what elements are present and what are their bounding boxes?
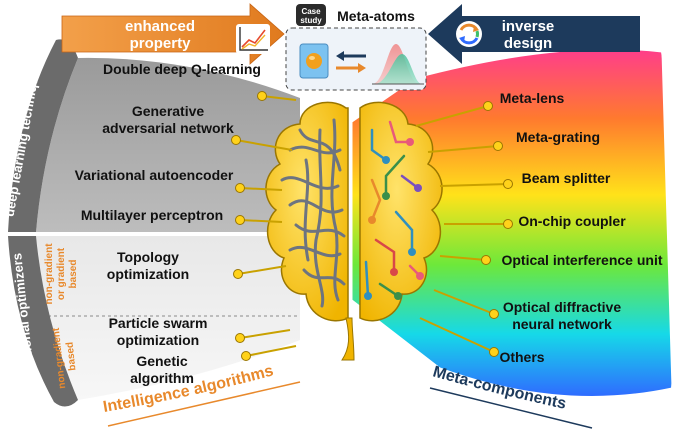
left-band-opt	[8, 236, 78, 407]
meta-component-item-1-label-1: Meta-lens	[500, 90, 565, 106]
circuit-traces	[364, 120, 422, 298]
meta-component-item-7-connector	[419, 317, 495, 353]
gradient-tag-line2: or gradient	[56, 247, 67, 300]
meta-components-underline	[429, 387, 593, 429]
meta-component-item-4-label-1: On-chip coupler	[518, 213, 626, 229]
meta-component-item-4: On-chip coupler	[444, 213, 626, 229]
meta-component-item-6-label-2: neural network	[512, 316, 612, 332]
meta-component-item-3-node	[503, 179, 513, 189]
meta-component-item-1-connector	[415, 105, 489, 127]
enhanced-property-label-2: property	[130, 35, 192, 52]
spectrum-curves-icon	[372, 44, 424, 85]
deep-learning-item-1-label-1: Double deep Q-learning	[103, 61, 261, 77]
circuit-nodes	[364, 138, 424, 300]
optimizer-item-2-label-1: Particle swarm	[109, 315, 208, 331]
optimizer-item-3-node	[241, 351, 251, 361]
deep-learning-item-1-connector	[261, 95, 297, 101]
deep-learning-item-2-label-1: Generative	[132, 103, 205, 119]
meta-component-item-3-label-1: Beam splitter	[522, 170, 611, 186]
deep-learning-item-3-node	[235, 183, 245, 193]
meta-component-item-1: Meta-lens	[415, 90, 565, 127]
gradient-tag-line1: non-gradient	[44, 243, 55, 305]
meta-component-item-4-node	[503, 219, 513, 229]
deep-learning-item-4-node	[235, 215, 245, 225]
case-study-title: Meta-atoms	[337, 8, 415, 24]
meta-component-item-3-connector	[439, 183, 509, 187]
rising-chart-icon	[236, 24, 270, 54]
left-band-dl	[8, 39, 78, 233]
meta-component-item-2-connector	[427, 145, 499, 153]
meta-components-rim	[661, 51, 681, 389]
optimizer-item-3-label-1: Genetic	[136, 353, 188, 369]
deep-learning-item-1: Double deep Q-learning	[103, 61, 297, 101]
meta-component-item-2-label-1: Meta-grating	[516, 129, 600, 145]
optimizer-item-1-label-1: Topology	[117, 249, 179, 265]
meta-component-item-2: Meta-grating	[427, 129, 600, 153]
optimizer-item-3-connector	[245, 345, 297, 357]
enhanced-property-label-1: enhanced	[125, 18, 195, 35]
meta-component-item-6-connector	[433, 289, 495, 315]
optimizer-item-1-label-2: optimization	[107, 266, 189, 282]
meta-component-item-1-node	[483, 101, 493, 111]
exchange-arrows-icon	[336, 51, 366, 73]
deep-learning-item-3-label-1: Variational autoencoder	[75, 167, 234, 183]
meta-component-item-3: Beam splitter	[439, 170, 611, 189]
optimizer-item-2-connector	[239, 329, 291, 339]
optimizer-item-3-label-2: algorithm	[130, 370, 194, 386]
optimizer-item-1-connector	[237, 265, 287, 275]
nongradient-tag-line2: based	[65, 341, 79, 371]
meta-component-item-5-node	[481, 255, 491, 265]
optimizer-item-1-node	[233, 269, 243, 279]
intelligence-underline	[107, 381, 301, 427]
neural-tangle	[280, 118, 346, 308]
deep-learning-item-2-label-2: adversarial network	[102, 120, 234, 136]
deep-learning-panel	[36, 57, 300, 233]
deep-learning-item-3-connector	[239, 187, 283, 191]
inverse-design-label-2: design	[504, 35, 552, 52]
meta-component-item-2-node	[493, 141, 503, 151]
deep-learning-item-4: Multilayer perceptron	[81, 207, 283, 225]
meta-component-item-7-label-1: Others	[499, 349, 544, 365]
meta-component-item-6-node	[489, 309, 499, 319]
meta-atom-icon	[299, 43, 329, 79]
meta-component-item-7-node	[489, 347, 499, 357]
case-study-badge-line2: study	[300, 16, 322, 25]
meta-component-item-5-label-1: Optical interference unit	[501, 252, 662, 268]
deep-learning-item-2-node	[231, 135, 241, 145]
deep-learning-item-2-connector	[235, 139, 293, 151]
deep-learning-item-4-label-1: Multilayer perceptron	[81, 207, 223, 223]
meta-component-item-5-connector	[439, 255, 487, 261]
optimizer-item-2-label-2: optimization	[117, 332, 199, 348]
meta-component-item-7: Others	[419, 317, 545, 365]
inverse-design-arrow	[428, 4, 640, 64]
deep-learning-item-4-connector	[239, 219, 283, 223]
meta-component-item-6-label-1: Optical diffractive	[503, 299, 621, 315]
case-study-badge	[296, 4, 326, 26]
refresh-cycle-icon	[456, 21, 482, 47]
deep-learning-item-1-node	[257, 91, 267, 101]
optimizer-item-2-node	[235, 333, 245, 343]
meta-component-item-5: Optical interference unit	[439, 252, 663, 268]
case-study-badge-line1: Case	[301, 7, 321, 16]
inverse-design-label-1: inverse	[502, 18, 555, 35]
deep-learning-item-3: Variational autoencoder	[75, 167, 283, 193]
gradient-tag-line3: based	[68, 260, 79, 289]
